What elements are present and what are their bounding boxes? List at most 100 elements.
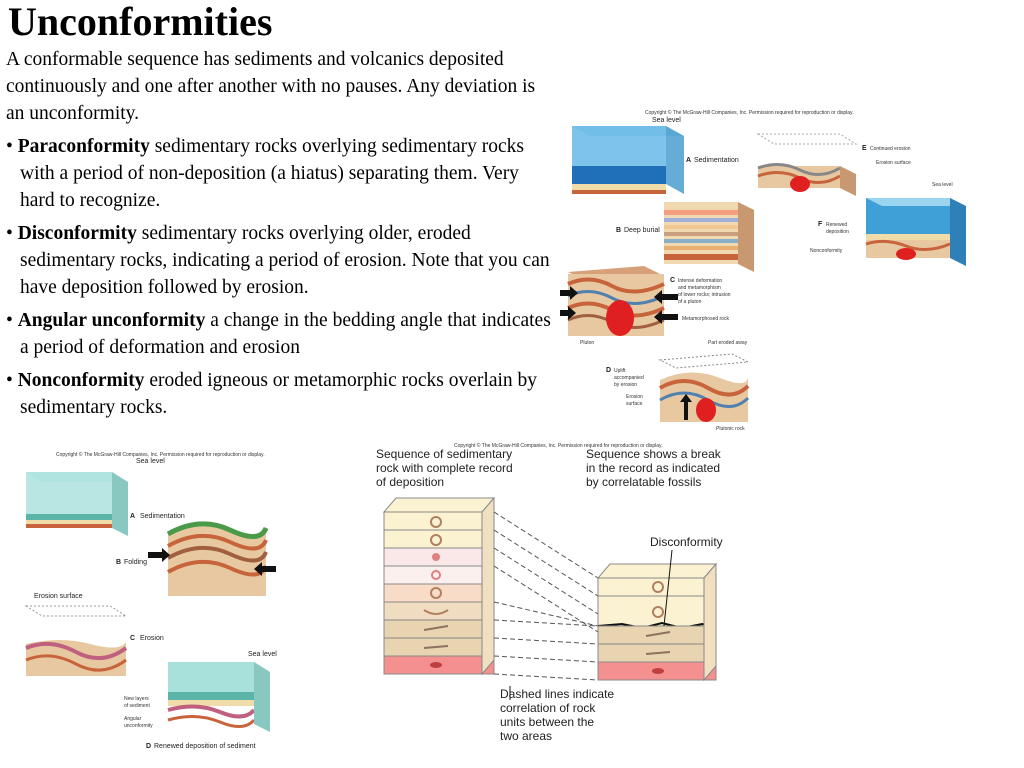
block-d-renewed-deposition <box>167 662 270 732</box>
left-caption-2: rock with complete record <box>376 461 513 475</box>
block-b-burial <box>664 202 754 272</box>
bullet-angular: • Angular unconformity a change in the b… <box>6 307 554 361</box>
angular-label-2: unconformity <box>124 723 153 729</box>
figure-angular-unconformity: Copyright © The McGraw-Hill Companies, I… <box>20 448 290 758</box>
d-label-3: by erosion <box>614 382 637 388</box>
angular-label-1: Angular <box>124 716 142 722</box>
nonconformity-label: Nonconformity <box>810 248 843 254</box>
bullet-list: A conformable sequence has sediments and… <box>6 46 554 427</box>
def-angular: a change in the bedding angle that indic… <box>20 310 551 358</box>
correlation-lines <box>493 511 599 681</box>
bullet-nonconformity: • Nonconformity eroded igneous or metamo… <box>6 367 554 421</box>
c-letter: C <box>670 277 675 284</box>
copyright-text: Copyright © The McGraw-Hill Companies, I… <box>56 451 265 458</box>
c-letter: C <box>130 635 135 642</box>
e-letter: E <box>862 145 867 152</box>
c-label-2: and metamorphism <box>678 285 721 291</box>
erosion-surface-label: Erosion surface <box>876 160 911 166</box>
bullet-marker: • <box>6 370 13 391</box>
sea-level-2-label: Sea level <box>932 182 953 188</box>
erosion-surface-label-1: Erosion <box>626 394 643 400</box>
arrow-left-1 <box>560 286 578 300</box>
disconformity-diagram: Copyright © The McGraw-Hill Companies, I… <box>376 442 723 743</box>
left-caption-3: of deposition <box>376 475 444 489</box>
bottom-caption-2: correlation of rock <box>500 701 596 715</box>
d-letter: D <box>606 367 611 374</box>
arrow-right-2 <box>654 310 678 324</box>
b-label: Folding <box>124 559 147 566</box>
f-label-1: Renewed <box>826 222 847 228</box>
bottom-caption-4: two areas <box>500 729 552 743</box>
b-letter: B <box>116 559 121 566</box>
arrow-right-1 <box>654 290 678 304</box>
bullet-paraconformity: • Paraconformity sedimentary rocks overl… <box>6 133 554 214</box>
def-nonconformity: eroded igneous or metamorphic rocks over… <box>20 370 538 418</box>
term-paraconformity: Paraconformity <box>17 136 150 157</box>
block-a-sedimentation <box>26 472 128 536</box>
bottom-caption-3: units between the <box>500 715 594 729</box>
def-disconformity: sedimentary rocks overlying older, erode… <box>20 223 550 298</box>
d-letter: D <box>146 743 151 750</box>
d-label-2: accompanied <box>614 375 644 381</box>
bottom-caption-1: Dashed lines indicate <box>500 687 614 701</box>
new-layers-2: of sediment <box>124 703 150 709</box>
d-label: Renewed deposition of sediment <box>154 743 256 750</box>
a-letter: A <box>130 513 135 520</box>
b-label: Deep burial <box>624 227 660 234</box>
a-label: Sedimentation <box>140 513 185 520</box>
page-title: Unconformities <box>8 0 273 44</box>
right-column <box>596 562 718 682</box>
right-caption-2: in the record as indicated <box>586 461 720 475</box>
arrow-left <box>254 562 276 576</box>
block-d-uplift <box>658 353 750 422</box>
metamorphosed-label: Metamorphosed rock <box>682 316 729 322</box>
block-e-erosion <box>756 133 858 196</box>
term-disconformity: Disconformity <box>17 223 137 244</box>
nonconformity-diagram: Copyright © The McGraw-Hill Companies, I… <box>560 109 966 432</box>
d-label-1: Uplift <box>614 368 626 374</box>
e-label: Continued erosion <box>870 146 911 152</box>
block-c-deformation <box>567 266 665 336</box>
c-label-3: of lower rocks; intrusion <box>678 292 731 298</box>
copyright-text: Copyright © The McGraw-Hill Companies, I… <box>454 442 663 449</box>
bullet-marker: • <box>6 223 13 244</box>
figure-nonconformity: Copyright © The McGraw-Hill Companies, I… <box>560 104 980 434</box>
disconformity-label: Disconformity <box>650 535 723 549</box>
sea-level-2-label: Sea level <box>248 651 277 658</box>
a-label: Sedimentation <box>694 157 739 164</box>
left-column <box>382 496 496 676</box>
block-c-erosion <box>24 605 128 676</box>
sea-level-label: Sea level <box>136 458 165 465</box>
block-f-renewed-deposition <box>865 198 966 266</box>
pluton-label: Pluton <box>580 340 594 346</box>
f-letter: F <box>818 221 823 228</box>
term-angular: Angular unconformity <box>17 310 206 331</box>
disconformity-pointer <box>663 549 673 627</box>
b-letter: B <box>616 227 621 234</box>
angular-diagram: Copyright © The McGraw-Hill Companies, I… <box>24 451 277 750</box>
sea-level-label: Sea level <box>652 117 681 124</box>
part-eroded-label: Part eroded away <box>708 340 748 346</box>
a-letter: A <box>686 157 691 164</box>
f-label-2: deposition <box>826 229 849 235</box>
new-layers-1: New layers <box>124 696 149 702</box>
plutonic-label: Plutonic rock <box>716 426 745 432</box>
left-caption-1: Sequence of sedimentary <box>376 447 512 461</box>
copyright-text: Copyright © The McGraw-Hill Companies, I… <box>645 109 854 116</box>
c-label: Erosion <box>140 635 164 642</box>
bullet-disconformity: • Disconformity sedimentary rocks overly… <box>6 220 554 301</box>
right-caption-3: by correlatable fossils <box>586 475 701 489</box>
arrow-right <box>148 548 170 562</box>
def-paraconformity: sedimentary rocks overlying sedimentary … <box>20 136 525 211</box>
block-b-folding <box>166 521 269 596</box>
c-label-1: Intense deformation <box>678 278 722 284</box>
bullet-marker: • <box>6 136 13 157</box>
c-label-4: of a pluton <box>678 299 702 305</box>
figure-disconformity: Copyright © The McGraw-Hill Companies, I… <box>372 440 752 750</box>
erosion-surface-label: Erosion surface <box>34 593 83 600</box>
erosion-surface-label-2: surface <box>626 401 643 407</box>
term-nonconformity: Nonconformity <box>17 370 145 391</box>
block-a-sedimentation <box>572 126 684 194</box>
right-caption-1: Sequence shows a break <box>586 447 722 461</box>
bullet-marker: • <box>6 310 13 331</box>
